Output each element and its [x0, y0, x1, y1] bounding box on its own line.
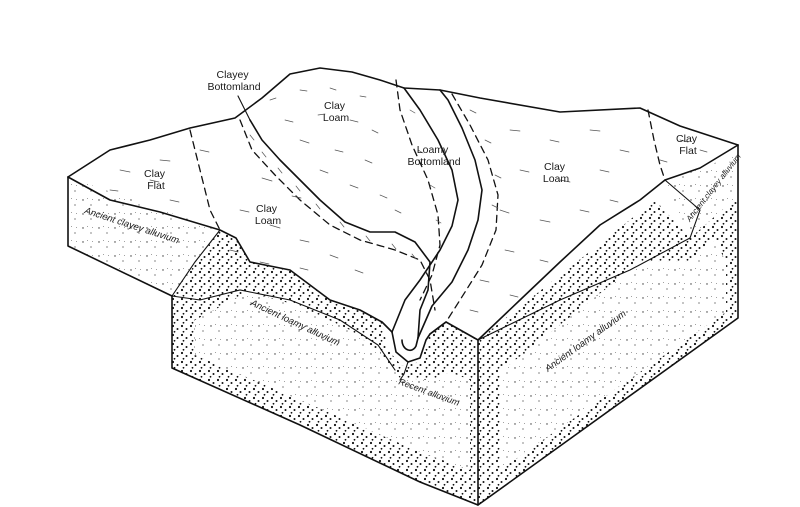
clayey-bottomland-leader: [237, 95, 251, 121]
label-clay-flat-left: Clay Flat: [144, 168, 168, 192]
label-loamy-bottomland: Loamy Bottomland: [407, 144, 460, 168]
top-surface-outline: [67, 67, 739, 178]
recent-alluvium-channel: [391, 321, 447, 363]
left-alluvium-boundary: [171, 229, 221, 297]
front-face-light-texture: [195, 292, 470, 470]
slope-hachures: [109, 87, 708, 313]
label-clay-loam-top: Clay Loam: [323, 100, 350, 124]
label-clay-loam-left: Clay Loam: [255, 203, 282, 227]
right-side-face-light-texture: [500, 240, 726, 470]
front-layer-boundary: [171, 289, 396, 371]
clayey-bottomland-stream: [249, 119, 431, 339]
label-clay-flat-right: Clay Flat: [676, 133, 700, 157]
dashed-boundary-1: [189, 129, 221, 231]
label-clay-loam-right: Clay Loam: [543, 161, 570, 185]
dashed-boundary-4: [445, 93, 499, 323]
dashed-boundary-2: [239, 119, 436, 311]
front-top-edge: [67, 176, 393, 333]
label-clayey-bottomland: Clayey Bottomland: [207, 69, 260, 93]
top-surface: [68, 68, 738, 340]
loamy-bottomland-right-edge: [417, 89, 483, 339]
dashed-boundary-3: [395, 79, 441, 301]
recent-alluvium-leader: [399, 361, 409, 381]
right-layer-boundary: [477, 179, 701, 341]
bottom-front-edge: [171, 295, 479, 506]
dashed-boundary-5: [647, 109, 666, 181]
right-clayey-wedge-texture: [665, 155, 738, 238]
left-side-face: [68, 177, 220, 296]
right-top-edge: [477, 144, 739, 341]
loamy-bottomland-left-edge: [391, 87, 459, 333]
